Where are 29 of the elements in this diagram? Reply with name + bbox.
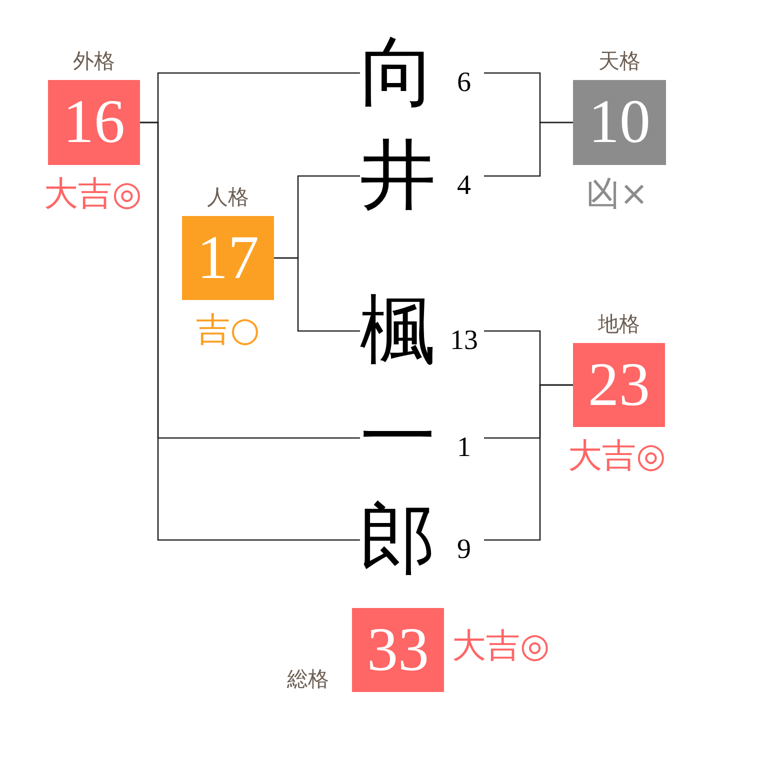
connector-line	[140, 122, 360, 541]
category-label: 外格	[73, 48, 115, 74]
stroke-count: 6	[457, 69, 471, 97]
kanji-character: 井	[360, 136, 436, 216]
category-label: 地格	[598, 311, 640, 337]
stroke-count: 9	[457, 536, 471, 564]
score-box: 16	[48, 80, 140, 165]
fortune-rating: 大吉◎	[568, 437, 666, 475]
fortune-rating: 大吉◎	[452, 627, 550, 665]
kanji-character: 一	[360, 398, 436, 478]
score-box: 23	[573, 343, 665, 427]
kanji-character: 郎	[360, 500, 436, 580]
stroke-count: 13	[450, 327, 478, 355]
score-box: 17	[182, 216, 274, 300]
kanji-character: 楓	[360, 291, 436, 371]
fortune-rating: 大吉◎	[44, 175, 142, 213]
category-label: 天格	[598, 48, 640, 74]
score-box: 10	[573, 80, 666, 165]
kanji-character: 向	[360, 33, 436, 113]
stroke-count: 4	[457, 172, 471, 200]
category-label: 総格	[287, 666, 329, 692]
connector-line	[484, 384, 573, 541]
connector-line	[274, 257, 360, 332]
fortune-rating: 凶×	[586, 175, 648, 213]
fortune-rating: 吉○	[196, 311, 260, 349]
connector-line	[484, 122, 573, 177]
score-box: 33	[352, 608, 444, 692]
category-label: 人格	[207, 184, 249, 210]
stroke-count: 1	[457, 434, 471, 462]
